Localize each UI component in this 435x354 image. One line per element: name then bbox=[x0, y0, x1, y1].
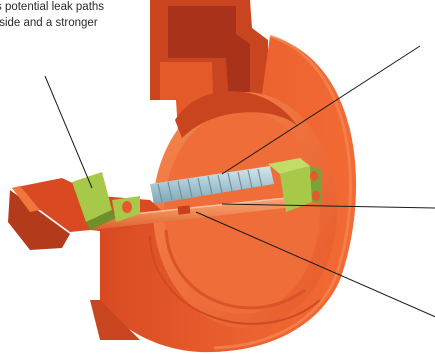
leader-line-left bbox=[45, 76, 92, 188]
